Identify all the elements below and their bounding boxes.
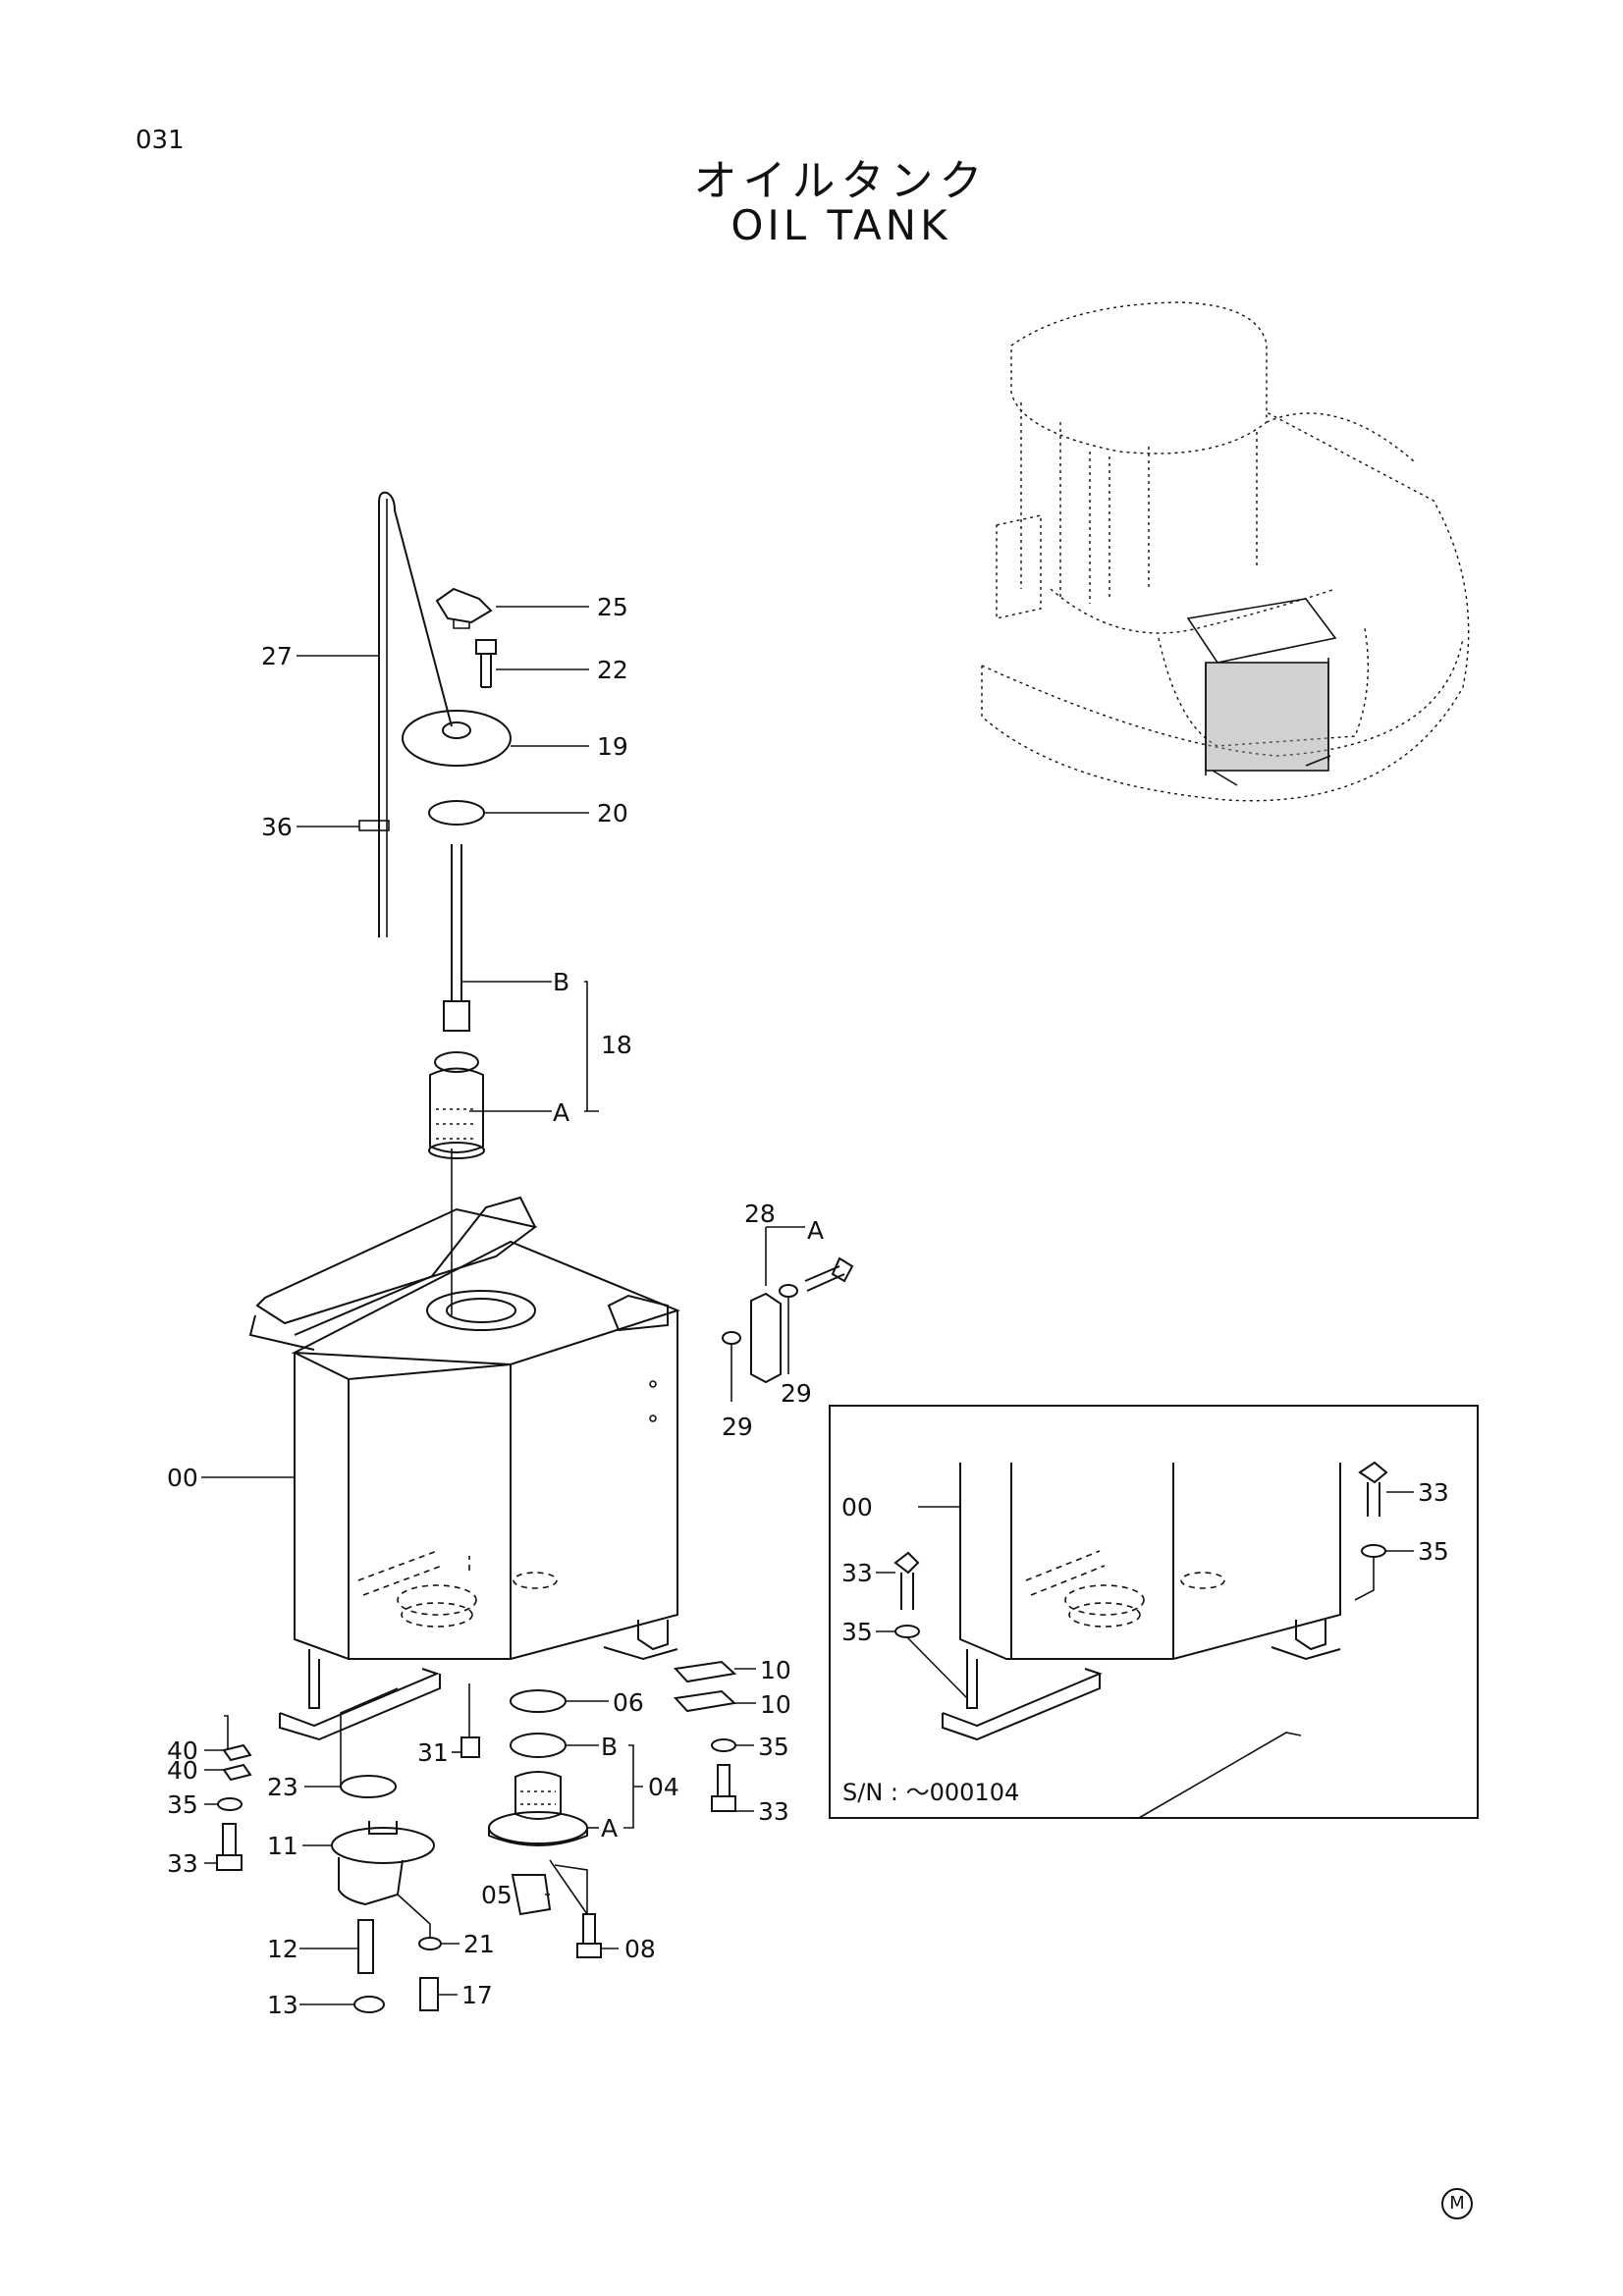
callout: 12 [267, 1935, 298, 1963]
callout: 05 [481, 1881, 513, 1909]
o-ring-21 [418, 1937, 442, 1950]
shim-10-upper [673, 1660, 737, 1683]
callout: 04 [648, 1773, 679, 1801]
callout: B [553, 968, 569, 996]
page-number: 031 [135, 126, 185, 155]
callout: 33 [1418, 1478, 1449, 1507]
callout: 29 [722, 1413, 753, 1441]
serial-number-inset: 33 00 35 33 35 [829, 1405, 1479, 1819]
callout: 23 [267, 1773, 298, 1801]
page-title: OIL TANK [730, 201, 951, 249]
o-ring-06 [510, 1689, 567, 1713]
callout: 33 [758, 1797, 789, 1826]
gasket-23 [340, 1775, 397, 1798]
leader-lines [201, 606, 805, 2005]
bolt-33-left [216, 1823, 243, 1871]
callout: A [553, 1098, 569, 1127]
callout: 19 [597, 732, 628, 761]
callout: 11 [267, 1832, 298, 1860]
callout: 17 [461, 1981, 493, 2009]
valve-stem-12 [357, 1919, 374, 1974]
oil-tank-body [248, 1196, 680, 1741]
page-marker: M [1441, 2188, 1473, 2219]
callout: A [807, 1216, 824, 1245]
shim-10-lower [673, 1689, 737, 1713]
callout: 29 [781, 1379, 812, 1408]
bolt-33 [711, 1764, 736, 1812]
callout: 36 [261, 813, 293, 841]
callout: 18 [601, 1031, 632, 1059]
cover-plate [402, 710, 512, 767]
callout: 25 [597, 593, 628, 621]
callout: 35 [841, 1618, 873, 1646]
page-title-japanese: オイルタンク [693, 156, 989, 206]
o-ring-04b [510, 1733, 567, 1758]
shim-40-upper [222, 1743, 252, 1762]
drain-05 [511, 1874, 552, 1916]
callout: 40 [167, 1736, 198, 1765]
callout: 20 [597, 799, 628, 828]
bolt-22 [475, 639, 497, 688]
callout: A [601, 1814, 618, 1842]
plug-31 [460, 1736, 480, 1758]
callout: 06 [613, 1688, 644, 1717]
callout: 31 [417, 1738, 449, 1767]
strainer-assembly [428, 844, 485, 1159]
callout: 00 [167, 1464, 198, 1492]
callout-labels: 25 22 27 19 20 36 B 18 A 28 A 29 29 00 1… [167, 593, 824, 2019]
callout: 10 [760, 1656, 791, 1684]
callout: 35 [758, 1733, 789, 1761]
serial-number-range: S/N : ～000104 [842, 1779, 1020, 1806]
callout: B [601, 1733, 618, 1761]
callout: 35 [1418, 1537, 1449, 1566]
suction-strainer [488, 1771, 588, 1846]
callout: 28 [744, 1200, 776, 1228]
machine-overview-illustration [981, 301, 1470, 802]
callout: 21 [463, 1930, 495, 1958]
snap-ring-13 [353, 1996, 385, 2013]
dipstick-assembly [358, 491, 453, 937]
callout: 40 [167, 1756, 198, 1785]
callout: 33 [167, 1849, 198, 1878]
o-ring-20 [428, 800, 485, 826]
callout: 13 [267, 1991, 298, 2019]
filler-cap [435, 587, 493, 629]
callout: 33 [841, 1559, 873, 1587]
callout: 22 [597, 656, 628, 684]
drain-valve-11 [331, 1821, 435, 1906]
callout: 00 [841, 1493, 873, 1522]
callout: 35 [167, 1790, 198, 1819]
bracket-28 [722, 1256, 854, 1384]
callout: 08 [624, 1935, 656, 1963]
plug-17 [419, 1977, 439, 2011]
washer-35 [711, 1738, 736, 1752]
bolt-08 [576, 1913, 602, 1958]
callout: 10 [760, 1690, 791, 1719]
callout: 27 [261, 642, 293, 670]
washer-35-left [217, 1797, 243, 1811]
shim-40-lower [222, 1763, 252, 1782]
